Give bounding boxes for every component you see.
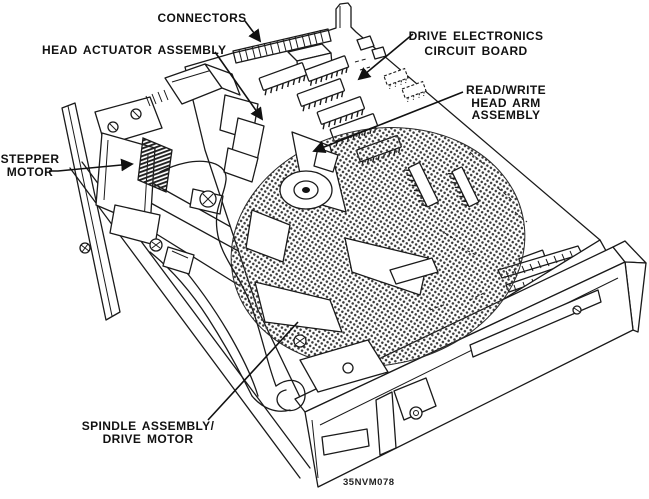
leader-connectors	[245, 21, 262, 43]
label-stepper-motor: STEPPER MOTOR	[0, 152, 60, 179]
callout-leaders	[49, 21, 463, 420]
label-drive-electronics-circuit-board: DRIVE ELECTRONICS CIRCUIT BOARD	[408, 29, 544, 58]
leader-stepper	[49, 158, 134, 171]
cable-harness	[150, 161, 305, 411]
leader-drive-electronics	[357, 34, 413, 81]
stepper-motor-assembly	[95, 97, 223, 251]
label-read-write-head-arm-assembly: READ/WRITE HEAD ARM ASSEMBLY	[466, 83, 546, 122]
label-head-actuator-assembly: HEAD ACTUATOR ASSEMBLY	[42, 43, 227, 57]
connectors-edge-teeth	[233, 29, 331, 63]
label-spindle-assembly-drive-motor: SPINDLE ASSEMBLY/ DRIVE MOTOR	[81, 419, 215, 446]
leader-head-actuator	[215, 52, 264, 121]
leader-read-write	[312, 92, 463, 153]
disk-platter-region	[209, 101, 548, 393]
figure-number: 35NVM078	[343, 477, 395, 488]
label-connectors: CONNECTORS	[157, 11, 247, 25]
spindle-assembly	[280, 171, 332, 209]
leader-spindle	[208, 322, 298, 420]
head-actuator-assembly	[146, 64, 264, 182]
door-latch-handle	[394, 378, 436, 420]
